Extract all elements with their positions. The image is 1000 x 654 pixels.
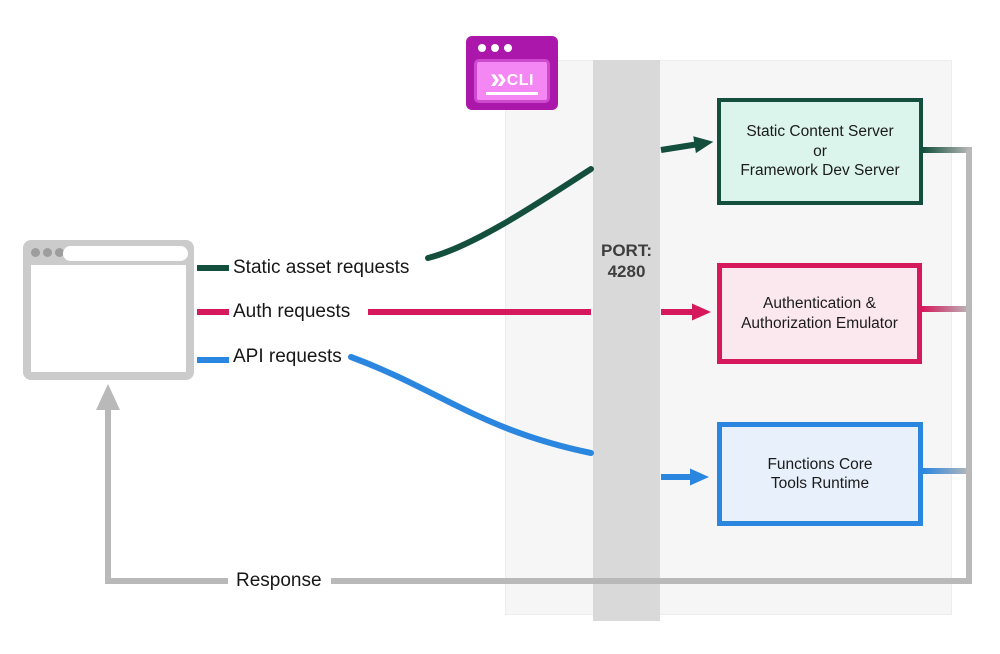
cli-terminal-window-icon: » CLI	[466, 36, 558, 110]
auth-emulator-text: Authentication & Authorization Emulator	[741, 294, 898, 333]
browser-dot-icon	[31, 248, 40, 257]
port-label-line2: 4280	[607, 262, 646, 281]
port-label-line1: PORT:	[601, 241, 652, 260]
browser-dot-icon	[55, 248, 64, 257]
browser-content-area	[31, 265, 186, 372]
api-request-arrow	[661, 468, 709, 486]
box-line: Functions Core	[767, 455, 873, 473]
cli-dot-icon	[504, 44, 512, 52]
auth-requests-label: Auth requests	[233, 301, 351, 322]
cli-label: CLI	[506, 72, 534, 89]
box-line: Authentication &	[763, 295, 876, 312]
cli-screen: » CLI	[474, 59, 550, 103]
response-label: Response	[236, 570, 322, 591]
cli-dot-icon	[491, 44, 499, 52]
response-line-right	[331, 150, 972, 584]
box-line: Authorization Emulator	[741, 314, 898, 332]
port-label: PORT: 4280	[593, 240, 660, 282]
functions-runtime-box: Functions Core Tools Runtime	[717, 422, 923, 526]
static-content-server-text: Static Content Server or Framework Dev S…	[740, 122, 899, 181]
port-bar	[593, 60, 660, 621]
auth-request-arrow	[661, 303, 711, 321]
cli-dot-icon	[478, 44, 486, 52]
chevron-right-icon: »	[490, 62, 507, 95]
auth-emulator-box: Authentication & Authorization Emulator	[717, 263, 922, 364]
browser-address-bar	[63, 246, 188, 261]
functions-runtime-text: Functions Core Tools Runtime	[767, 455, 872, 494]
static-request-curve	[425, 166, 594, 261]
static-request-arrow	[660, 136, 714, 154]
response-arrow-up	[96, 384, 120, 410]
api-request-curve	[348, 354, 594, 456]
browser-window-icon	[23, 240, 194, 380]
cli-underline	[486, 92, 538, 95]
browser-dot-icon	[43, 248, 52, 257]
api-requests-label: API requests	[233, 346, 342, 367]
box-line: Static Content Server	[746, 123, 894, 141]
response-line-left	[105, 404, 228, 584]
box-line: Tools Runtime	[770, 475, 870, 492]
box-line: or	[813, 142, 827, 160]
static-asset-requests-label: Static asset requests	[233, 257, 410, 278]
box-line: Framework Dev Server	[740, 162, 900, 180]
static-content-server-box: Static Content Server or Framework Dev S…	[717, 98, 923, 205]
